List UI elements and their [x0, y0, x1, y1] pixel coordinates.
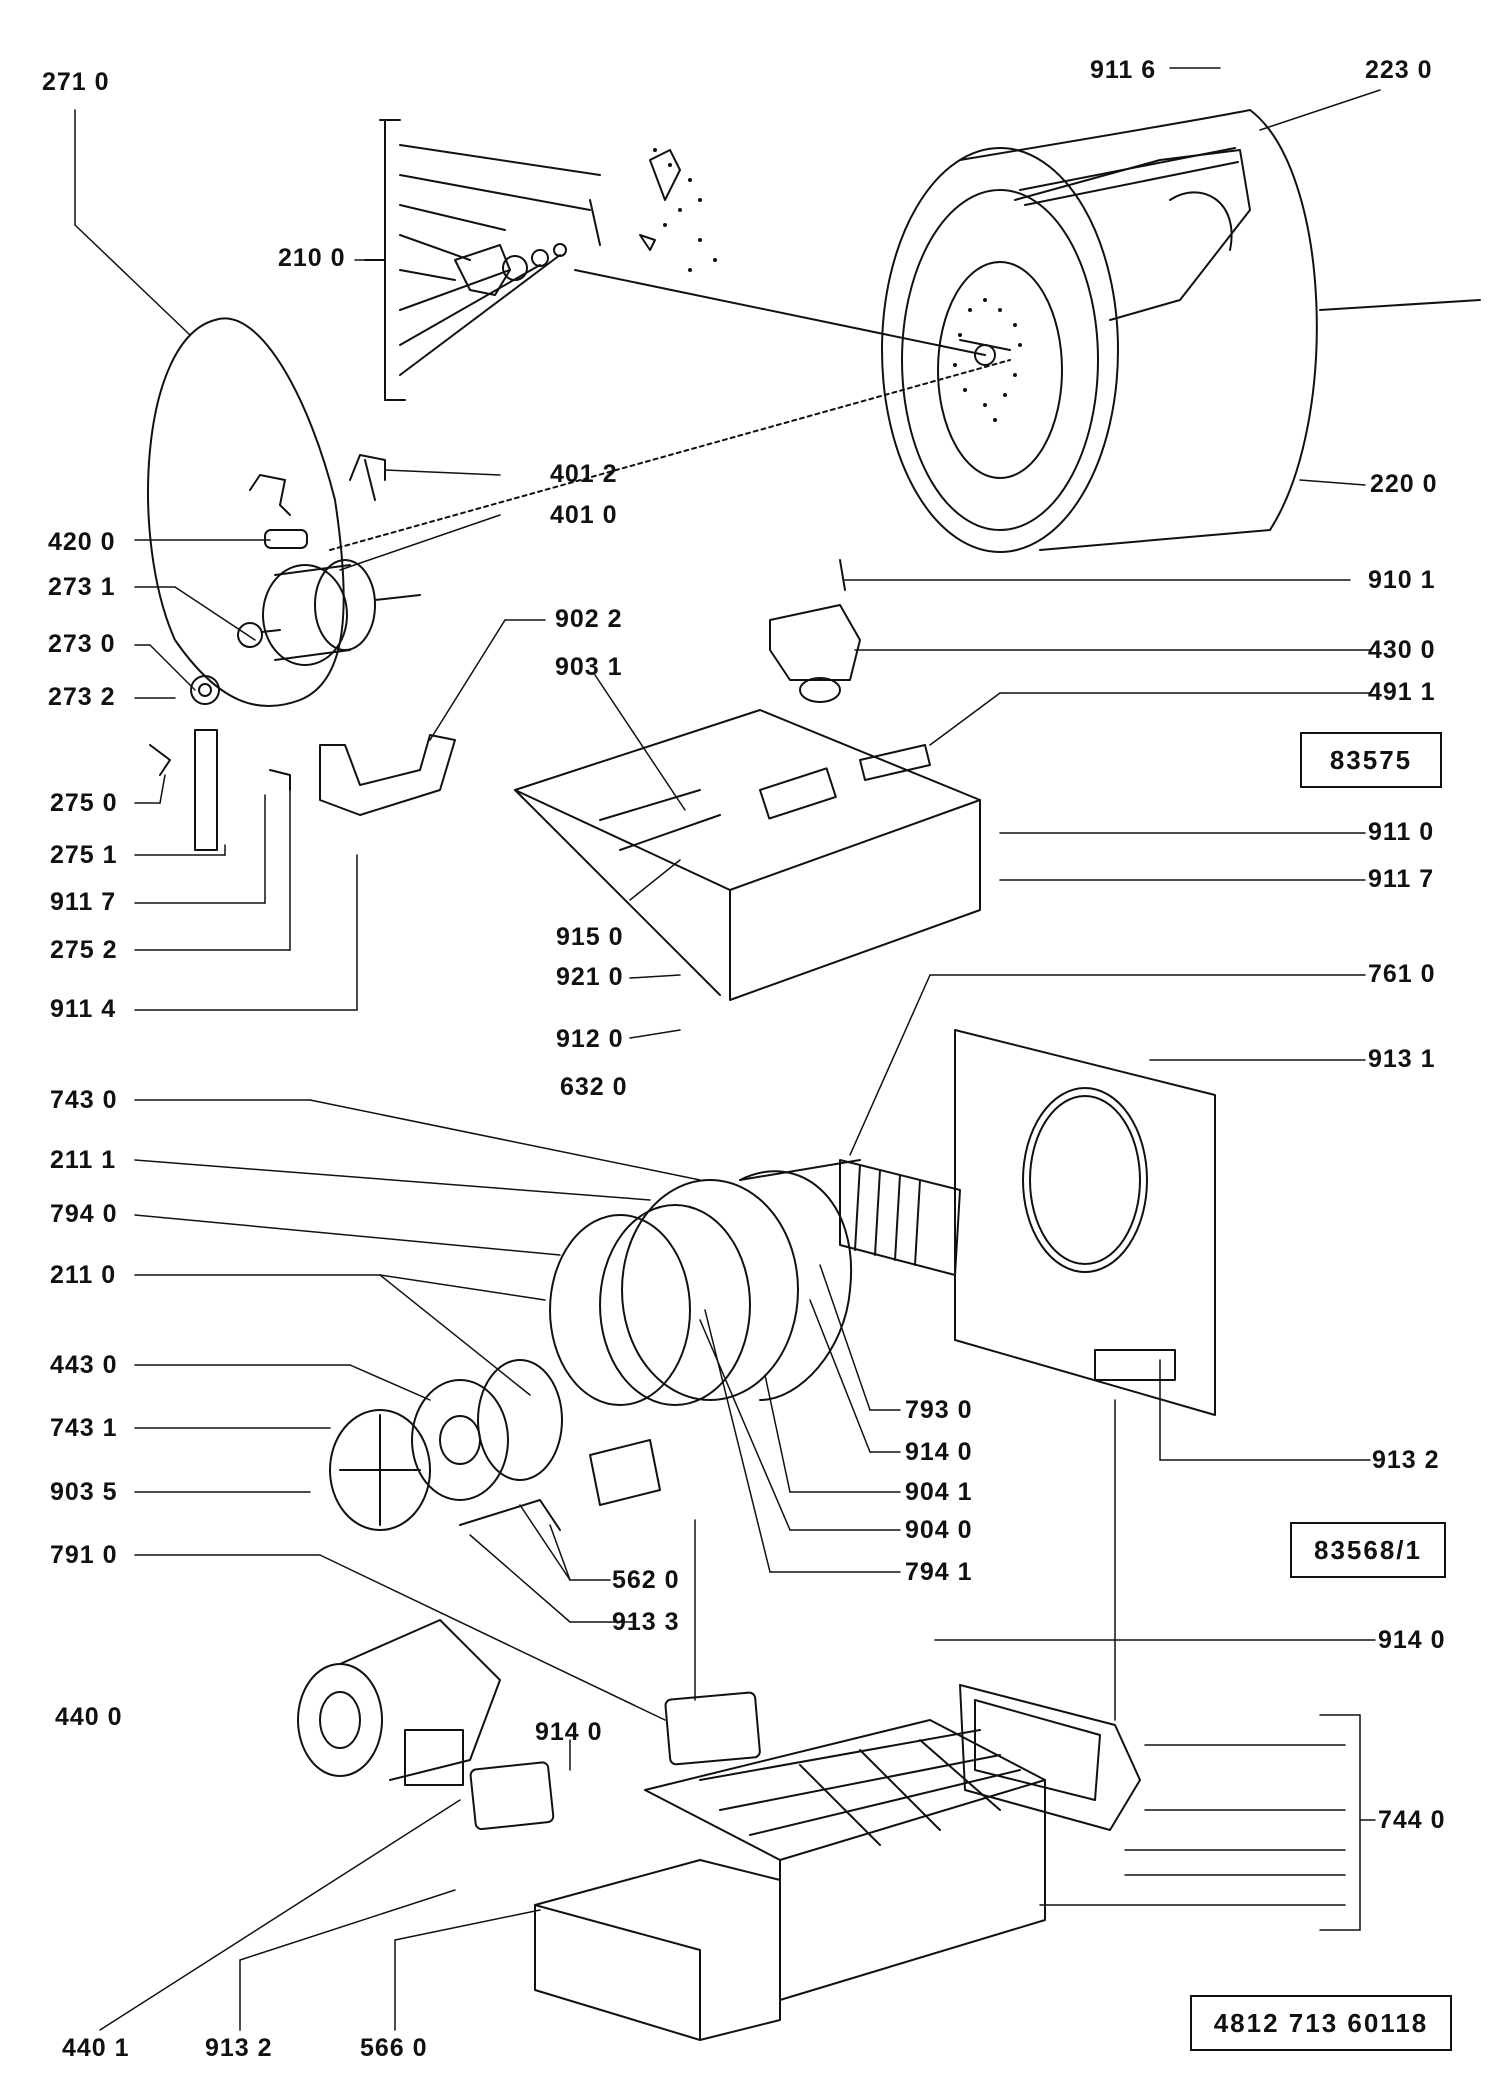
motor-part — [237, 559, 421, 666]
part-label-4300: 430 0 — [1368, 636, 1436, 664]
part-label-2110: 211 0 — [50, 1261, 117, 1289]
part-label-2752: 275 2 — [50, 936, 118, 964]
seal-4401 — [469, 1761, 555, 1831]
part-label-7440: 744 0 — [1378, 1806, 1446, 1834]
part-label-2230: 223 0 — [1365, 56, 1433, 84]
fan-part — [411, 1359, 563, 1501]
part-label-5660: 566 0 — [360, 2034, 428, 2062]
idler-bracket — [194, 729, 218, 851]
part-label-9040: 904 0 — [905, 1516, 973, 1544]
bracket-2100 — [364, 119, 601, 401]
fan-cover — [329, 1409, 431, 1531]
part-label-7430: 743 0 — [50, 1086, 118, 1114]
part-label-2732: 273 2 — [48, 683, 116, 711]
right-duct — [959, 1684, 1141, 1831]
part-label-7941: 794 1 — [905, 1558, 973, 1586]
base-plate — [514, 709, 981, 1001]
part-label-7940: 794 0 — [50, 1200, 118, 1228]
spring-part — [149, 744, 171, 776]
part-label-2200: 220 0 — [1370, 470, 1438, 498]
base-tray — [534, 1859, 781, 2041]
part-label-2111: 211 1 — [50, 1146, 117, 1174]
part-label-7930: 793 0 — [905, 1396, 973, 1424]
duct-piece — [589, 1439, 661, 1506]
drum-shaft-line — [574, 269, 986, 356]
clip-4012 — [349, 454, 386, 501]
part-label-9110: 911 0 — [1368, 818, 1435, 846]
part-label-9140-right: 914 0 — [1378, 1626, 1446, 1654]
part-label-2730: 273 0 — [48, 630, 116, 658]
seal-7910 — [664, 1691, 761, 1766]
drive-belt — [147, 317, 345, 708]
leader-lines — [74, 67, 1381, 2031]
part-label-9035: 903 5 — [50, 1478, 118, 1506]
part-label-4010: 401 0 — [550, 501, 618, 529]
pump-part — [769, 559, 861, 703]
part-label-2751: 275 1 — [50, 841, 118, 869]
condenser-unit — [644, 1719, 1046, 2001]
part-label-9132-right: 913 2 — [1372, 1446, 1440, 1474]
part-label-4430: 443 0 — [50, 1351, 118, 1379]
rear-bearing-parts — [454, 149, 681, 296]
part-label-9117-right: 911 7 — [1368, 865, 1435, 893]
drum-part — [881, 109, 1481, 553]
part-label-9101: 910 1 — [1368, 566, 1436, 594]
part-label-9140-lower: 914 0 — [535, 1718, 603, 1746]
part-label-4012: 401 2 — [550, 460, 618, 488]
part-label-7910: 791 0 — [50, 1541, 118, 1569]
motor-axis — [329, 359, 1011, 551]
diagram-code-box-1: 83575 — [1300, 732, 1442, 788]
part-label-7431: 743 1 — [50, 1414, 118, 1442]
front-ring-assembly — [549, 1159, 861, 1406]
part-label-4400: 440 0 — [55, 1703, 123, 1731]
felt-dots — [653, 148, 717, 272]
drum-perforation — [953, 298, 1022, 422]
part-label-9117-left: 911 7 — [50, 888, 117, 916]
bracket-9022 — [319, 734, 456, 816]
part-label-9150: 915 0 — [556, 923, 624, 951]
part-label-6320: 632 0 — [560, 1073, 628, 1101]
pulley-part — [190, 675, 220, 705]
rear-panel — [954, 1029, 1216, 1416]
part-label-2750: 275 0 — [50, 789, 118, 817]
diagram-code-box-2: 83568/1 — [1290, 1522, 1446, 1578]
part-label-9031: 903 1 — [555, 653, 623, 681]
part-label-9210: 921 0 — [556, 963, 624, 991]
part-label-9132-bottom: 913 2 — [205, 2034, 273, 2062]
part-label-5620: 562 0 — [612, 1566, 680, 1594]
terminal-block — [859, 744, 931, 781]
part-label-2100: 210 0 — [278, 244, 346, 272]
part-label-4911: 491 1 — [1368, 678, 1436, 706]
filter-grille — [839, 1159, 961, 1276]
part-label-7610: 761 0 — [1368, 960, 1436, 988]
part-label-9041: 904 1 — [905, 1478, 973, 1506]
clip-4010 — [249, 474, 291, 516]
part-label-9133: 913 3 — [612, 1608, 680, 1636]
part-label-9116: 911 6 — [1090, 56, 1157, 84]
part-label-9140-mid: 914 0 — [905, 1438, 973, 1466]
part-label-9022: 902 2 — [555, 605, 623, 633]
part-label-4200: 420 0 — [48, 528, 116, 556]
part-label-9120: 912 0 — [556, 1025, 624, 1053]
part-label-9114: 911 4 — [50, 995, 117, 1023]
capacitor-part — [264, 529, 308, 549]
part-label-9131: 913 1 — [1368, 1045, 1436, 1073]
part-label-4401: 440 1 — [62, 2034, 130, 2062]
part-label-2710: 271 0 — [42, 68, 110, 96]
blower-housing — [297, 1619, 501, 1786]
part-label-2731: 273 1 — [48, 573, 116, 601]
part-number-box: 4812 713 60118 — [1190, 1995, 1452, 2051]
